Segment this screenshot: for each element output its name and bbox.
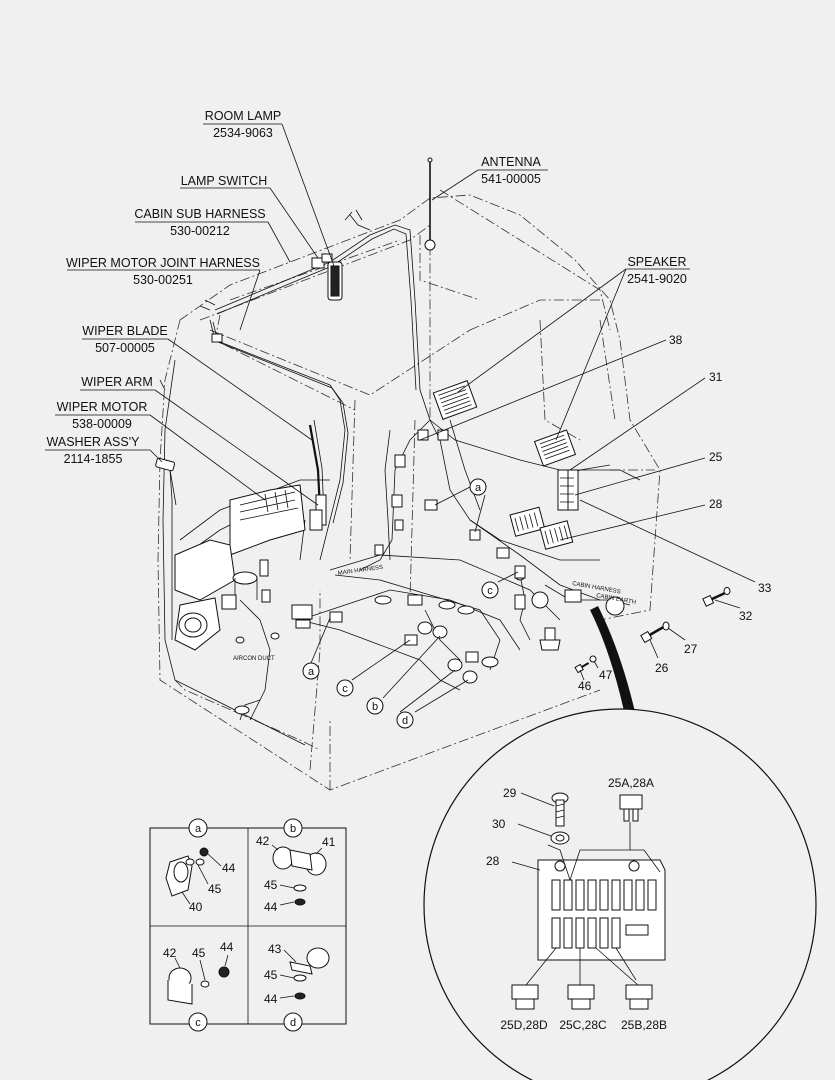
detail-a-part-40: 40	[189, 900, 203, 914]
detail-b-part-45: 45	[264, 878, 278, 892]
speaker-code: 2541-9020	[627, 272, 687, 286]
detail-d-part-45: 45	[264, 968, 278, 982]
wiper-blade-code: 507-00005	[95, 341, 155, 355]
detail-cell-d: d 43 45 44	[264, 942, 330, 1032]
part-number-46: 46	[578, 679, 592, 693]
part-number-26: 26	[655, 661, 669, 675]
main-harness-label: MAIN HARNESS	[337, 565, 383, 577]
fuse-part-29: 29	[503, 786, 517, 800]
detail-cell-c: c 42 45 44	[163, 940, 234, 1032]
antenna-label: ANTENNA	[481, 155, 541, 169]
detail-b-part-41: 41	[322, 835, 336, 849]
fuse-25d-part	[511, 984, 539, 1010]
detail-letter-d: d	[290, 1017, 296, 1029]
fuse-box-parts	[509, 469, 625, 651]
speaker-parts	[432, 380, 577, 467]
part-number-31: 31	[709, 370, 723, 384]
fuse-25b-part	[625, 984, 653, 1010]
fuse-25b-label: 25B,28B	[621, 1018, 667, 1032]
fuse-part-28: 28	[486, 854, 500, 868]
antenna-code: 541-00005	[481, 172, 541, 186]
room-lamp-label: ROOM LAMP	[205, 109, 281, 123]
cabin-outline	[157, 189, 661, 791]
cabin-sub-harness-code: 530-00212	[170, 224, 230, 238]
detail-cell-a: a 44 45 40	[165, 818, 236, 914]
fuse-row-top	[551, 879, 657, 911]
wiper-arm-label: WIPER ARM	[81, 375, 153, 389]
part-number-32: 32	[739, 609, 753, 623]
detail-letter-a: a	[195, 823, 202, 835]
part-number-47: 47	[599, 668, 613, 682]
detail-a-part-45: 45	[208, 882, 222, 896]
callout-labels: ROOM LAMP 2534-9063 LAMP SWITCH CABIN SU…	[47, 109, 687, 466]
detail-d-part-43: 43	[268, 942, 282, 956]
detail-d-part-44: 44	[264, 992, 278, 1006]
detail-grid: a 44 45 40 b 42 41	[149, 818, 347, 1032]
fuse-25d-label: 25D,28D	[500, 1018, 548, 1032]
bolt-parts	[574, 587, 731, 674]
circle-letter-b: b	[372, 701, 378, 713]
detail-letter-c: c	[195, 1017, 201, 1029]
antenna-rod	[424, 157, 436, 251]
part-numbers: 38 31 25 28 33 32 27 26 47 46	[578, 333, 772, 693]
detail-b-part-42: 42	[256, 834, 270, 848]
detail-c-part-45: 45	[192, 946, 206, 960]
fuse-detail: 29 30 28 25A,28A 25D,28D 25C,28C 25B,28B	[423, 708, 817, 1080]
wiper-motor-label: WIPER MOTOR	[57, 400, 148, 414]
detail-a-part-44: 44	[222, 861, 236, 875]
circle-letter-a: a	[475, 482, 482, 494]
wiper-motor-joint-harness-label: WIPER MOTOR JOINT HARNESS	[66, 256, 260, 270]
aircon-duct-label: AIRCON DUCT	[233, 656, 275, 662]
room-lamp-code: 2534-9063	[213, 126, 273, 140]
fuse-25a-label: 25A,28A	[608, 776, 654, 790]
part-number-28: 28	[709, 497, 723, 511]
wiper-motor-joint-harness-code: 530-00251	[133, 273, 193, 287]
part-number-33: 33	[758, 581, 772, 595]
cabin-sub-harness-label: CABIN SUB HARNESS	[134, 207, 265, 221]
wiper-motor-part	[174, 484, 306, 651]
fuse-part-30: 30	[492, 817, 506, 831]
fuse-25a-part	[619, 794, 643, 822]
washer-assy-code: 2114-1855	[64, 452, 123, 466]
speaker-label: SPEAKER	[627, 255, 686, 269]
harness-connectors	[234, 429, 526, 715]
circle-letter-c: c	[487, 585, 493, 597]
washer-part	[155, 457, 177, 506]
detail-c-part-42: 42	[163, 946, 177, 960]
wiper-assembly	[299, 419, 327, 561]
part-number-38: 38	[669, 333, 683, 347]
fuse-row-bottom	[551, 917, 649, 949]
wiper-motor-code: 538-00009	[72, 417, 132, 431]
circle-letter-d: d	[402, 715, 408, 727]
detail-b-part-44: 44	[264, 900, 278, 914]
detail-pointer	[590, 606, 640, 740]
detail-cell-b: b 42 41 45 44	[256, 818, 336, 914]
fuse-25c-part	[567, 984, 595, 1010]
part-number-25: 25	[709, 450, 723, 464]
detail-letter-b: b	[290, 823, 296, 835]
lamp-switch-label: LAMP SWITCH	[181, 174, 268, 188]
part-number-27: 27	[684, 642, 698, 656]
circle-letter-c: c	[342, 683, 348, 695]
fuse-25c-label: 25C,28C	[559, 1018, 607, 1032]
circle-letters: a a c c b d	[302, 478, 499, 729]
room-lamp-part	[199, 209, 371, 343]
leader-lines	[45, 123, 756, 713]
washer-assy-label: WASHER ASS'Y	[47, 435, 141, 449]
fuse-bolt-29	[551, 792, 569, 827]
circle-letter-a: a	[308, 666, 315, 678]
wiper-blade-label: WIPER BLADE	[82, 324, 167, 338]
detail-c-part-44: 44	[220, 940, 234, 954]
